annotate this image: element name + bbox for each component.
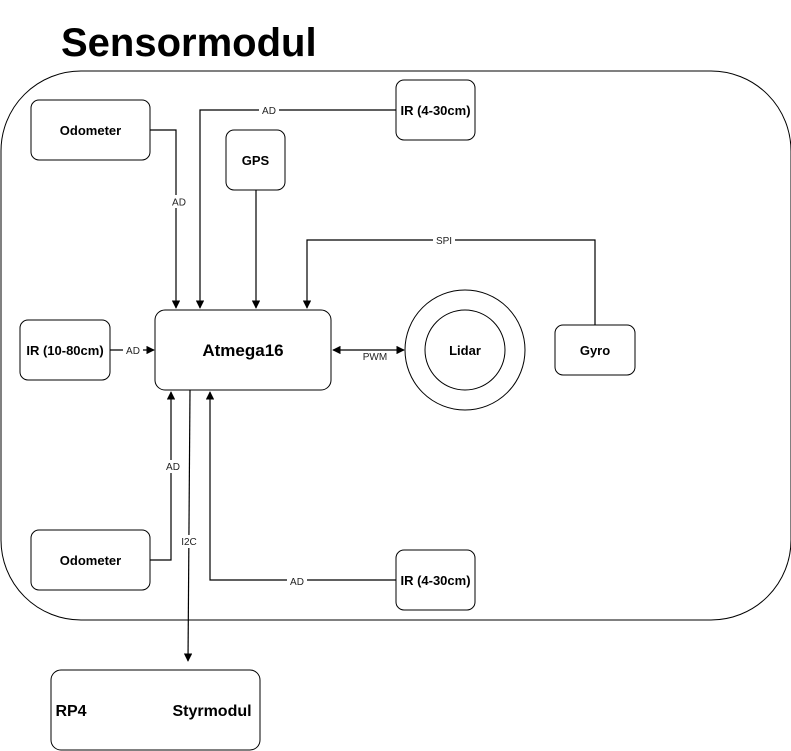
node-gyro: Gyro bbox=[554, 324, 636, 376]
node-label-ir-bottom: IR (4-30cm) bbox=[400, 573, 470, 588]
edge-odometer-top-atmega bbox=[150, 129, 181, 309]
node-odometer-top: Odometer bbox=[30, 99, 151, 161]
node-label-gps: GPS bbox=[242, 153, 270, 168]
edge-label-gyro-spi: SPI bbox=[436, 236, 452, 247]
node-label-rp4: RP4 bbox=[55, 703, 86, 720]
node-ir-left: IR (10-80cm) bbox=[19, 319, 111, 381]
edge-label-ir-left-ad: AD bbox=[126, 346, 140, 357]
sensormodul-container bbox=[0, 70, 791, 621]
node-lidar: Lidar bbox=[404, 289, 526, 411]
node-label-styrmodul: Styrmodul bbox=[172, 703, 251, 720]
edge-ir-bottom-atmega bbox=[205, 391, 396, 581]
node-label-atmega: Atmega16 bbox=[202, 341, 283, 360]
diagram-title: Sensormodul bbox=[61, 21, 317, 65]
edge-odometer-bottom-atmega bbox=[150, 391, 176, 561]
edge-ir-top-atmega bbox=[195, 109, 396, 309]
node-ir-bottom: IR (4-30cm) bbox=[395, 549, 476, 611]
node-ir-top: IR (4-30cm) bbox=[395, 79, 476, 141]
node-odometer-bottom: Odometer bbox=[30, 529, 151, 591]
edge-label-odometer-top-ad: AD bbox=[172, 198, 186, 209]
edge-label-ir-bottom-ad: AD bbox=[290, 577, 304, 588]
node-rp4-styrmodul: RP4 Styrmodul bbox=[50, 669, 261, 751]
node-label-gyro: Gyro bbox=[580, 343, 610, 358]
edge-label-lidar-pwm: PWM bbox=[363, 352, 387, 363]
node-gps: GPS bbox=[225, 129, 286, 191]
edge-label-ir-top-ad: AD bbox=[262, 106, 276, 117]
edge-atmega-rp4 bbox=[183, 389, 193, 662]
node-atmega: Atmega16 bbox=[154, 309, 332, 391]
node-label-lidar: Lidar bbox=[449, 343, 481, 358]
edge-label-odometer-bottom-ad: AD bbox=[166, 462, 180, 473]
node-label-odometer-top: Odometer bbox=[60, 123, 121, 138]
edge-label-i2c: I2C bbox=[181, 537, 197, 548]
node-label-ir-left: IR (10-80cm) bbox=[26, 343, 103, 358]
node-label-ir-top: IR (4-30cm) bbox=[400, 103, 470, 118]
node-label-odometer-bottom: Odometer bbox=[60, 553, 121, 568]
